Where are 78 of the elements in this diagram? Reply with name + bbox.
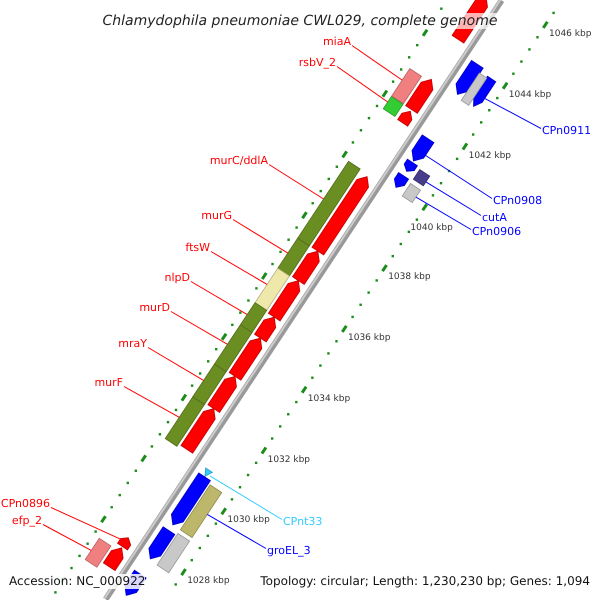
leader-line (148, 347, 204, 381)
gene-bar (402, 182, 422, 204)
gene-bar (214, 324, 253, 372)
gene-bar (460, 72, 488, 106)
leader-line (415, 196, 472, 230)
leader-line (484, 98, 542, 129)
leader-line (352, 45, 403, 81)
leader-line (268, 164, 324, 200)
gene-label: ftsW (185, 240, 210, 254)
gene-block (412, 134, 434, 162)
gene-label: nlpD (164, 270, 190, 284)
gene-block (207, 376, 237, 414)
tick-label: 1036 kbp (348, 333, 390, 344)
gene-label: murG (201, 208, 232, 222)
gene-label: groEL_3 (267, 544, 311, 556)
gene-block (180, 408, 216, 454)
gene-bar (391, 68, 422, 104)
gene-block (404, 158, 418, 172)
gene-block (311, 176, 369, 256)
gene-label: murC/ddlA (210, 154, 268, 166)
gene-block (292, 250, 320, 286)
gene-label: miaA (322, 34, 351, 48)
gene-bar (297, 160, 361, 246)
tick-label: 1034 kbp (308, 394, 350, 405)
genome-stats-text: Topology: circular; Length: 1,230,230 bp; Genes: 1,094 (260, 574, 590, 589)
gene-label: CPnt33 (283, 514, 322, 528)
gene-bar (254, 268, 290, 311)
gene-label: CPn0911 (542, 124, 592, 136)
gene-bar (412, 168, 430, 186)
gene-label: mraY (118, 336, 147, 350)
tick-label: 1028 kbp (187, 576, 230, 588)
gene-label: cutA (482, 210, 507, 224)
gene-bar (84, 538, 112, 568)
gene-label: CPn0896 (0, 496, 50, 510)
gene-label: rsbV_2 (298, 56, 336, 68)
tick-label: 1046 kbp (549, 29, 592, 40)
leader-line (336, 66, 388, 103)
gene-block (171, 472, 211, 526)
gene-bar (192, 364, 227, 406)
leader-line (124, 386, 180, 418)
gene-block (228, 338, 262, 381)
tick-label: 1042 kbp (468, 150, 511, 162)
leader-line (206, 514, 266, 549)
gene-label: CPn0906 (472, 224, 522, 238)
leader-line (425, 181, 482, 216)
gene-bar (277, 238, 310, 277)
gene-bar (156, 532, 190, 574)
tick-label: 1040 kbp (410, 223, 453, 234)
gene-bar (180, 484, 222, 538)
leader-line (425, 154, 492, 199)
tick-label: 1044 kbp (508, 90, 552, 101)
gene-marker (204, 467, 214, 477)
gene-bar (164, 396, 205, 447)
gene-block (254, 316, 276, 342)
tick-label: 1032 kbp (268, 454, 310, 466)
leader-line (170, 311, 228, 345)
gene-label: efp_2 (12, 514, 42, 526)
leader-line (210, 251, 268, 285)
gene-block (456, 60, 484, 95)
leader-line (42, 524, 92, 551)
gene-bar (240, 302, 268, 334)
gene-block (405, 78, 434, 114)
gene-block (116, 537, 132, 550)
gene-block (268, 280, 300, 322)
gene-label: murF (94, 376, 123, 388)
accession-text: Accession: NC_000922 (9, 574, 146, 589)
gene-label: CPn0908 (493, 194, 542, 206)
gene-block (394, 172, 410, 188)
gene-block (102, 547, 124, 572)
tick-label: 1038 kbp (388, 272, 431, 284)
gene-bar (382, 96, 404, 117)
leader-line (209, 475, 282, 520)
gene-block (473, 76, 496, 107)
leader-line (50, 507, 121, 540)
gene-block (397, 110, 412, 127)
gene-block (148, 526, 176, 560)
gene-label: murD (139, 300, 170, 314)
tick-label: 1030 kbp (227, 515, 270, 526)
